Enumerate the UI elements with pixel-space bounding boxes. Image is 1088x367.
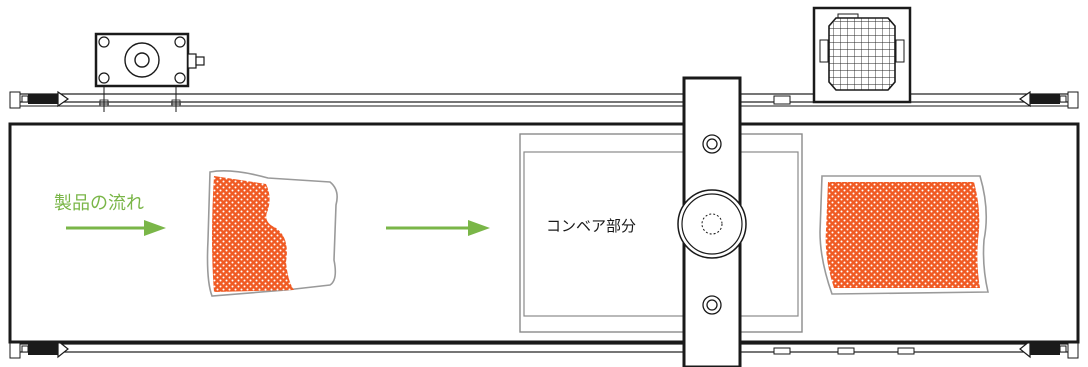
product-flow-label: 製品の流れ [54, 193, 144, 214]
top-rail [9, 91, 1079, 109]
product-right [819, 175, 990, 295]
product-left [206, 170, 338, 297]
conveyor-belt-section [519, 133, 803, 333]
clamp-top-right [1018, 90, 1067, 108]
flow-arrow-left [66, 220, 166, 236]
grid-sensor-icon [773, 6, 912, 105]
clamp-bottom-left [21, 339, 69, 359]
clamp-top-left [21, 90, 70, 108]
camera-box-icon [94, 32, 205, 112]
roller-icon [677, 189, 747, 259]
clamp-bottom-right [1019, 339, 1067, 359]
flow-arrow-right [386, 220, 490, 236]
bottom-brackets [773, 347, 915, 355]
conveyor-section-label: コンベア部分 [546, 217, 636, 235]
